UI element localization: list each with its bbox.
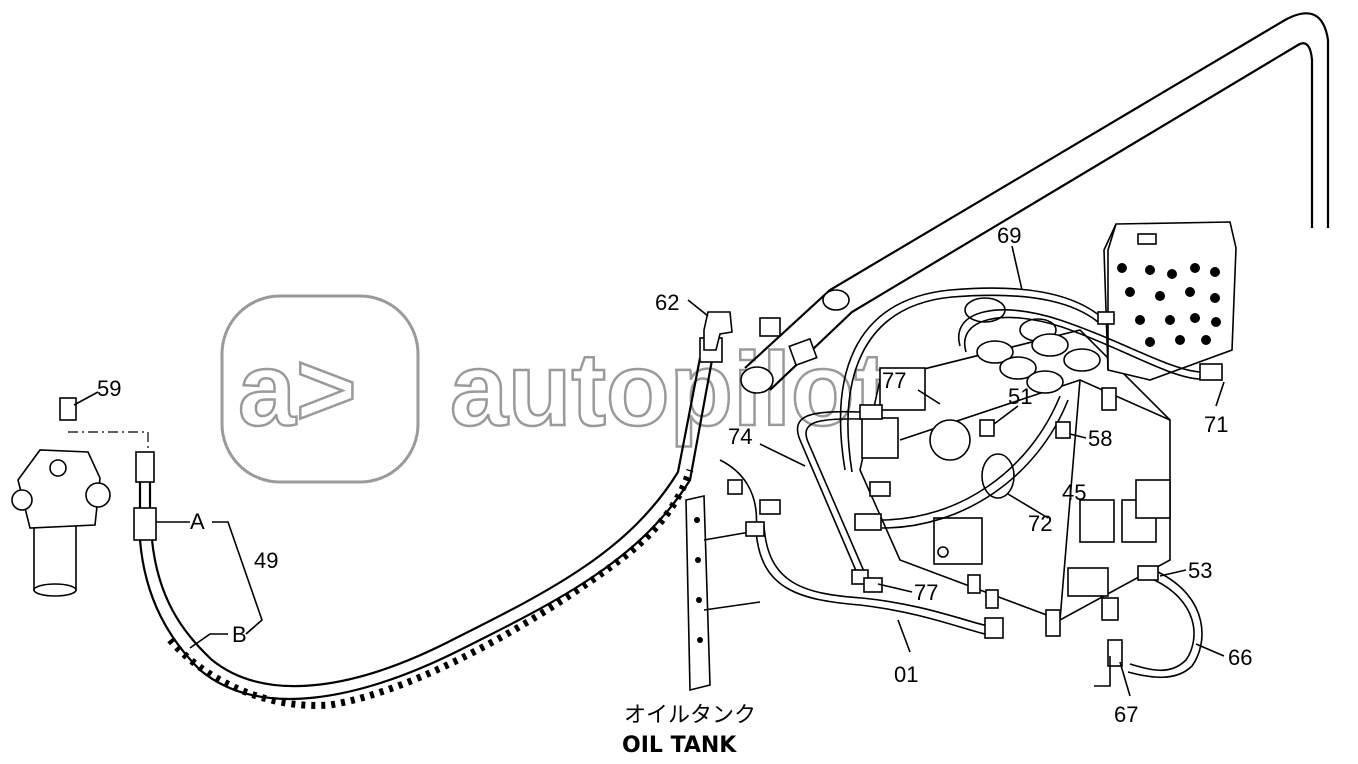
callout-58: 58 [1088,426,1112,451]
hose-66 [1107,565,1203,679]
callout-71: 71 [1204,412,1228,437]
watermark-logo-glyph: a> [238,332,357,448]
oil-tank-caption-jp: オイルタンク [624,703,756,728]
pilot-hoses [839,287,1223,473]
callout-01: 01 [894,662,918,687]
hose-01 [719,459,1004,639]
callout-74: 74 [728,424,752,449]
callout-77-lower: 77 [914,580,938,605]
watermark-logo-badge [220,294,420,484]
hose-72 [854,395,1069,531]
oil-tank-bracket [685,495,761,692]
hose-74 [796,404,883,585]
oil-filter-assembly [11,397,111,597]
callout-53: 53 [1188,558,1212,583]
callout-66: 66 [1228,645,1252,670]
callout-62: 62 [655,290,679,315]
oil-tank-caption-en: OIL TANK [622,733,737,758]
callout-69: 69 [997,223,1021,248]
callout-45: 45 [1062,480,1086,505]
callout-leaders [73,245,1225,697]
callout-67: 67 [1114,702,1138,727]
callout-A: A [190,509,205,534]
leader-49 [156,521,263,649]
callout-B: B [232,622,247,647]
hose-49 [133,337,723,709]
fitting-62 [703,311,781,351]
callout-77-upper: 77 [882,368,906,393]
return-pipe [740,12,1330,394]
watermark: a> autopilot.ru [220,294,1023,484]
callout-59: 59 [97,376,121,401]
callout-72: 72 [1028,511,1052,536]
callout-49: 49 [254,548,278,573]
callout-51: 51 [1008,384,1032,409]
pilot-valve-block [1103,221,1237,381]
